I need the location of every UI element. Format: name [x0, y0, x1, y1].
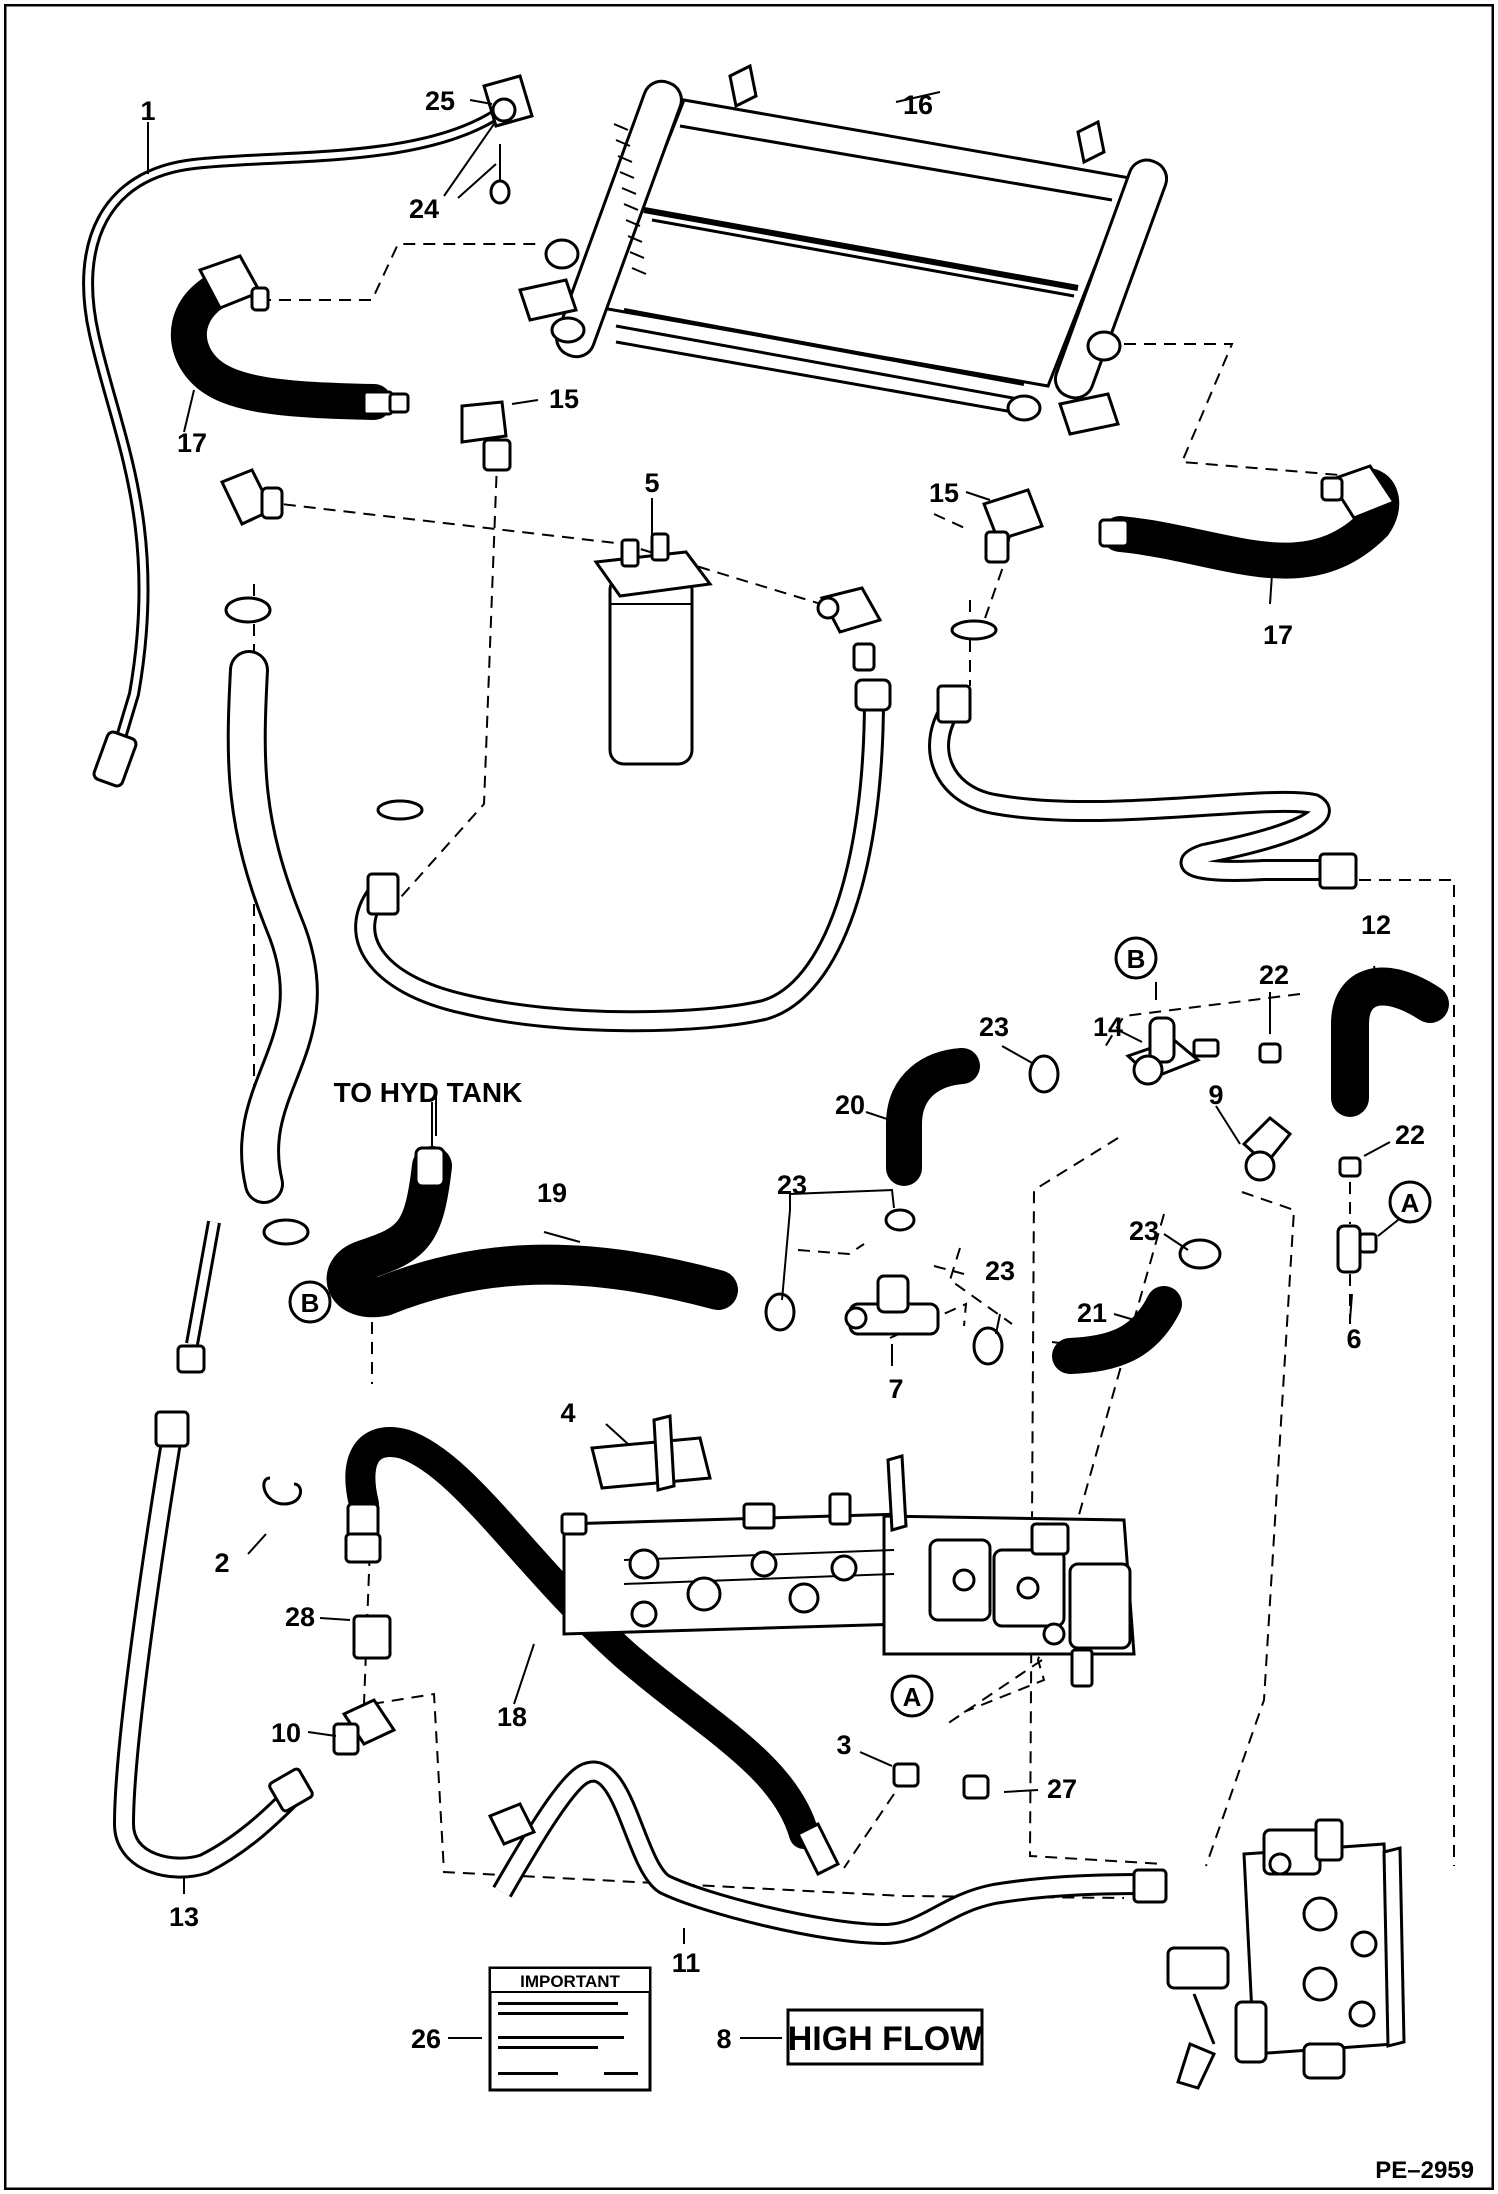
high-flow-label: HIGH FLOW	[788, 2020, 983, 2058]
high-flow-decal: HIGH FLOW	[786, 2008, 984, 2066]
hydraulic-filter	[593, 532, 713, 766]
decal-title: IMPORTANT	[520, 1972, 620, 1991]
callout-22-top: 22	[1259, 960, 1289, 990]
callout-6: 6	[1346, 1324, 1361, 1354]
callout-22-bottom: 22	[1395, 1120, 1425, 1150]
callout-23-right: 23	[1129, 1216, 1159, 1246]
callout-17-right: 17	[1263, 620, 1293, 650]
tee-fitting-7	[844, 1274, 940, 1336]
tube-13	[112, 1220, 314, 1879]
fitting-9	[1241, 1115, 1293, 1182]
elbow-fitting-15-right	[950, 488, 1044, 641]
important-decal: IMPORTANT	[488, 1966, 652, 2092]
hose-18	[344, 1427, 841, 1877]
tee-fitting-14	[1125, 1016, 1220, 1086]
bulkhead-fitting	[482, 74, 534, 205]
frame-border	[4, 4, 1494, 2190]
hose-17-left	[170, 254, 410, 420]
ref-circles: B B A A	[288, 936, 1432, 1718]
callout-13: 13	[169, 1902, 199, 1932]
clip-2	[262, 1476, 303, 1506]
hose-17-right	[1098, 464, 1400, 579]
parts-diagram: IMPORTANT HIGH FLOW	[4, 4, 1494, 2190]
hose-21	[1052, 1286, 1182, 1374]
callout-1: 1	[140, 96, 155, 126]
callout-23-middle: 23	[985, 1256, 1015, 1286]
callout-25: 25	[425, 86, 455, 116]
callout-23-top: 23	[979, 1012, 1009, 1042]
callout-20: 20	[835, 1090, 865, 1120]
hose-12	[1331, 967, 1449, 1117]
callout-16: 16	[903, 90, 933, 120]
elbow-fitting-15-left	[460, 400, 512, 472]
callout-labels: 1 2 3 4 5 6 7 8 9 10 11 12 13 14 15 15 1…	[140, 86, 1425, 2054]
leader-lines	[147, 91, 1409, 2039]
callout-28: 28	[285, 1602, 315, 1632]
clamps-23	[764, 1054, 1222, 1366]
ref-letter-a-bottom: A	[903, 1682, 922, 1712]
fittings-28-10	[332, 1614, 397, 1756]
figure-id: PE–2959	[1375, 2157, 1474, 2184]
hose-1	[82, 107, 504, 788]
callout-15-right: 15	[929, 478, 959, 508]
filter-outlet-fitting	[816, 586, 883, 672]
callout-11: 11	[672, 1948, 701, 1978]
callout-2: 2	[214, 1548, 229, 1578]
callout-19: 19	[537, 1178, 567, 1208]
callout-10: 10	[271, 1718, 301, 1748]
callout-5: 5	[644, 468, 659, 498]
tube-11	[487, 1760, 1168, 1946]
callout-18: 18	[497, 1702, 527, 1732]
callout-15-left: 15	[549, 384, 579, 414]
dashed-leaders	[253, 243, 1455, 1899]
callout-9: 9	[1208, 1080, 1223, 1110]
callout-27: 27	[1047, 1774, 1077, 1804]
callout-24: 24	[409, 194, 439, 224]
control-valve	[1166, 1818, 1406, 2090]
callout-26: 26	[411, 2024, 441, 2054]
hydrostatic-pump	[560, 1414, 1136, 1688]
callout-12: 12	[1361, 910, 1391, 940]
ref-letter-a-right: A	[1401, 1188, 1420, 1218]
hydraulic-diagram-svg: IMPORTANT HIGH FLOW	[4, 4, 1494, 2190]
ref-letter-b-bottom: B	[301, 1288, 320, 1318]
fitting-6	[1336, 1224, 1378, 1274]
return-hose-left	[226, 650, 319, 1246]
clamps-22	[1258, 1042, 1362, 1178]
callout-17-left: 17	[177, 428, 207, 458]
callout-7: 7	[888, 1374, 903, 1404]
callout-3: 3	[836, 1730, 851, 1760]
callout-8: 8	[716, 2024, 731, 2054]
plugs-3-27	[892, 1762, 990, 1800]
filter-u-tube	[354, 678, 892, 1033]
hose-20	[886, 1048, 980, 1186]
hose-19	[326, 1146, 738, 1318]
oil-cooler	[518, 63, 1169, 436]
callout-14: 14	[1093, 1012, 1123, 1042]
callout-4: 4	[560, 1398, 575, 1428]
cooler-return-tube	[928, 684, 1358, 890]
callout-21: 21	[1077, 1298, 1107, 1328]
ref-letter-b-top: B	[1127, 944, 1146, 974]
tank-label: TO HYD TANK	[334, 1077, 523, 1108]
callout-23-left: 23	[777, 1170, 807, 1200]
elbow-fitting-left	[219, 468, 284, 624]
